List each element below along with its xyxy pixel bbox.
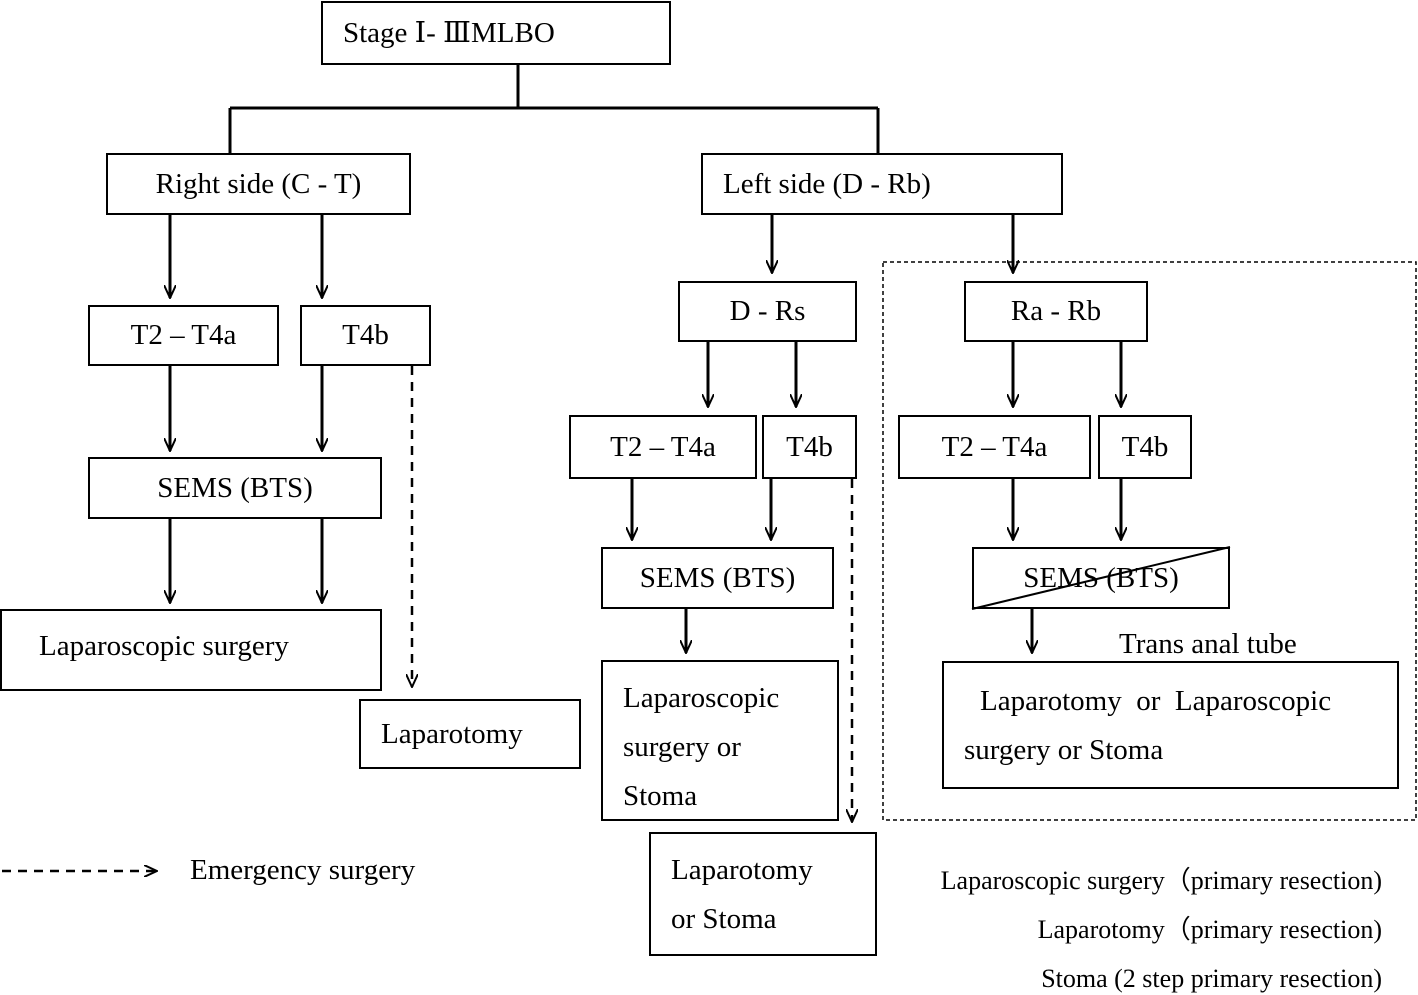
d-rs-sems-label: SEMS (BTS) (639, 561, 796, 594)
right-sems-label: SEMS (BTS) (157, 471, 313, 504)
right-sems-node: SEMS (BTS) (88, 457, 382, 519)
right-side-node: Right side (C - T) (106, 153, 411, 215)
ra-rb-outcome-line-2: surgery or Stoma (964, 734, 1164, 766)
trans-anal-tube-label: Trans anal tube (1119, 628, 1297, 660)
right-t4b-label: T4b (342, 319, 389, 351)
left-side-node: Left side (D - Rb) (701, 153, 1063, 215)
ra-rb-label: Ra - Rb (1010, 295, 1102, 327)
right-t4b-node: T4b (300, 305, 431, 366)
d-rs-t4b-node: T4b (762, 415, 857, 479)
legend-emergency-label: Emergency surgery (190, 854, 416, 886)
d-rs-t2-t4a-node: T2 – T4a (569, 415, 757, 479)
d-rs-emergency-outcome-line-2: or Stoma (671, 903, 777, 935)
note-laparotomy: Laparotomy（primary resection) (1037, 915, 1382, 944)
root-node: Stage Ⅰ- ⅢMLBO (321, 1, 671, 65)
ra-rb-t2-t4a-label: T2 – T4a (941, 430, 1048, 463)
left-side-label: Left side (D - Rb) (723, 167, 931, 200)
right-t2-t4a-label: T2 – T4a (130, 319, 237, 351)
d-rs-t4b-label: T4b (786, 430, 833, 463)
d-rs-outcome-line-1: Laparoscopic (623, 682, 780, 714)
d-rs-outcome-line-3: Stoma (623, 780, 698, 812)
right-laparoscopic-surgery-node: Laparoscopic surgery (0, 609, 382, 691)
ra-rb-t4b-node: T4b (1098, 415, 1192, 479)
d-rs-emergency-outcome-line-1: Laparotomy (671, 854, 813, 886)
d-rs-sems-node: SEMS (BTS) (601, 547, 834, 609)
ra-rb-node: Ra - Rb (964, 281, 1148, 342)
right-t2-t4a-node: T2 – T4a (88, 305, 279, 366)
d-rs-outcome-node: Laparoscopic surgery or Stoma (601, 660, 839, 821)
root-label: Stage Ⅰ- ⅢMLBO (343, 16, 555, 49)
ra-rb-outcome-line-1: Laparotomy or Laparoscopic (980, 685, 1332, 717)
note-stoma: Stoma (2 step primary resection) (1041, 964, 1382, 993)
ra-rb-sems-node-struck: SEMS (BTS) (972, 547, 1230, 609)
right-laparotomy-label: Laparotomy (381, 717, 523, 750)
d-rs-node: D - Rs (678, 281, 857, 342)
d-rs-label: D - Rs (729, 295, 806, 327)
right-laparotomy-node: Laparotomy (359, 699, 581, 769)
note-laparoscopic: Laparoscopic surgery（primary resection) (940, 866, 1382, 895)
d-rs-outcome-line-2: surgery or (623, 731, 741, 763)
d-rs-emergency-outcome-node: Laparotomy or Stoma (649, 832, 877, 956)
ra-rb-sems-label: SEMS (BTS) (1023, 561, 1179, 594)
ra-rb-outcome-node: Laparotomy or Laparoscopic surgery or St… (942, 661, 1399, 789)
right-side-label: Right side (C - T) (155, 167, 362, 200)
ra-rb-t4b-label: T4b (1121, 430, 1169, 463)
ra-rb-t2-t4a-node: T2 – T4a (898, 415, 1091, 479)
right-laparoscopic-surgery-label: Laparoscopic surgery (39, 629, 289, 662)
d-rs-t2-t4a-label: T2 – T4a (610, 430, 716, 463)
